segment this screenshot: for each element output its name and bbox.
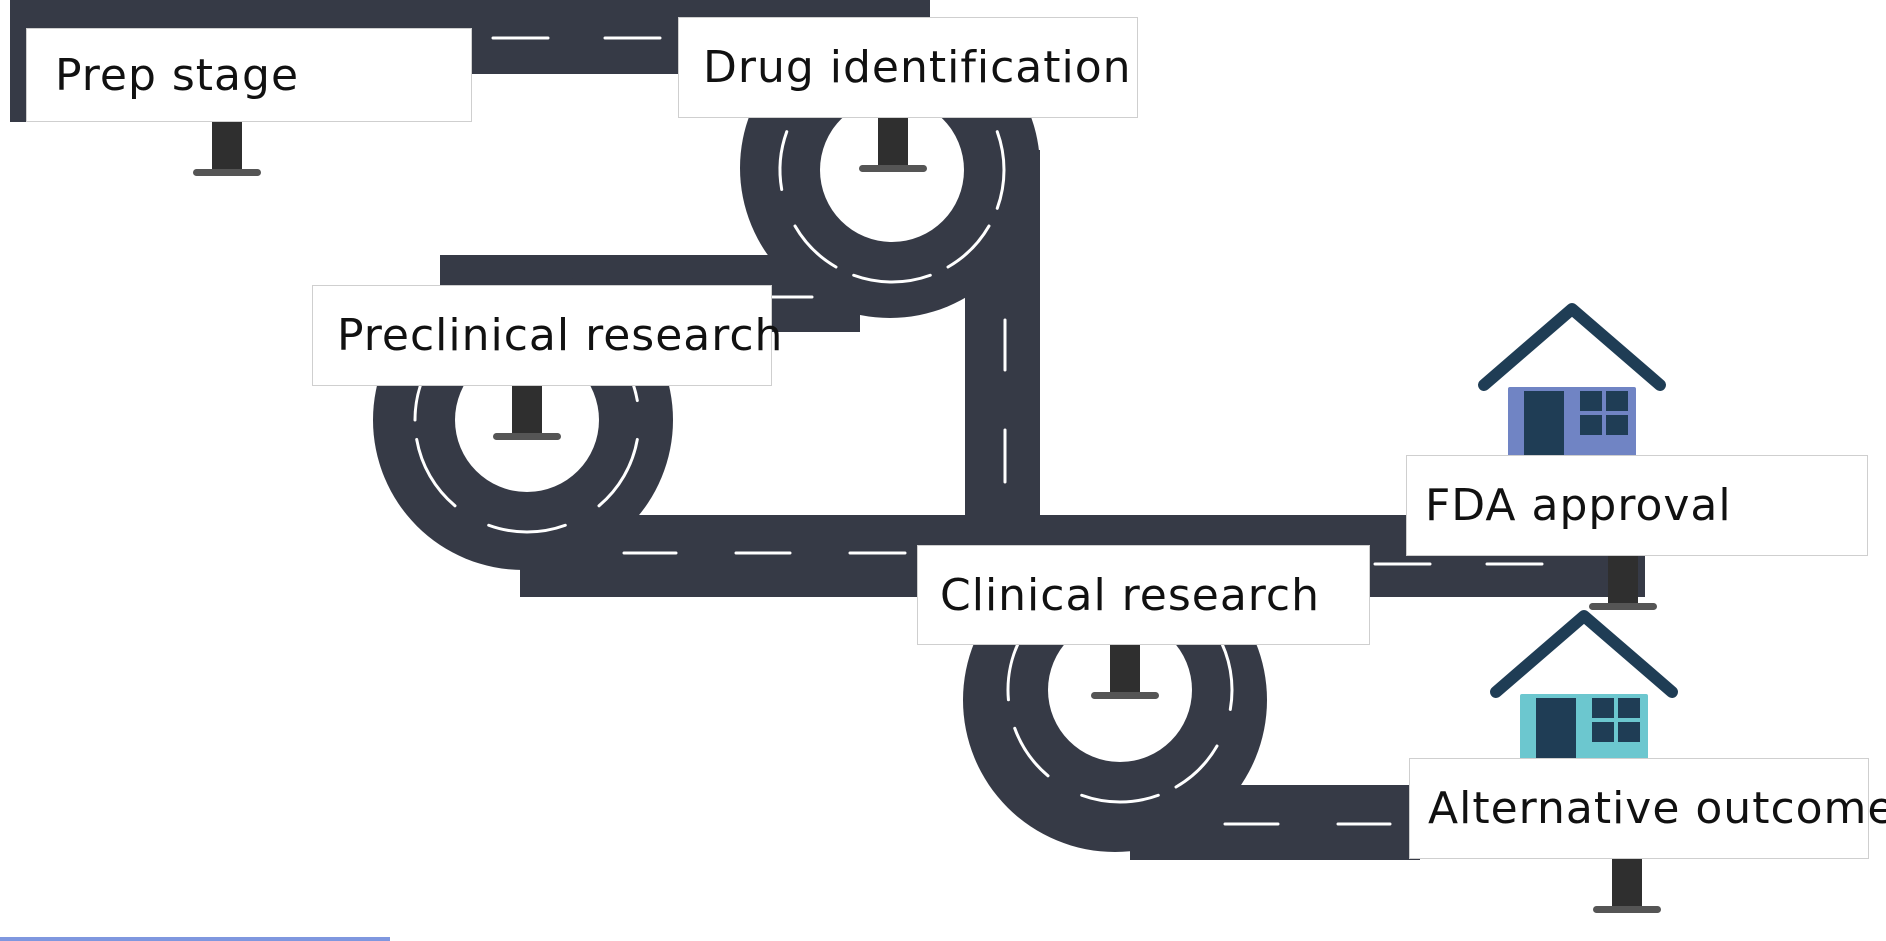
stage-label: Preclinical research bbox=[337, 310, 784, 361]
house-roof bbox=[1478, 303, 1666, 391]
lane-dash bbox=[793, 224, 838, 269]
lane-dash bbox=[778, 130, 789, 191]
stage-sign-fda-approval: FDA approval bbox=[1406, 455, 1868, 556]
lane-dash bbox=[946, 224, 991, 269]
signpost-icon bbox=[1091, 645, 1159, 699]
road-segment-vertical bbox=[965, 150, 1040, 525]
signpost-icon bbox=[193, 122, 261, 176]
signpost-icon bbox=[1589, 556, 1657, 610]
signpost-icon bbox=[493, 386, 561, 440]
stage-sign-prep: Prep stage bbox=[26, 28, 472, 122]
stage-sign-drug-identification: Drug identification bbox=[678, 17, 1138, 118]
lane-dash bbox=[1013, 726, 1050, 778]
stage-sign-preclinical: Preclinical research bbox=[312, 285, 782, 386]
signposts bbox=[193, 118, 1661, 913]
lane-dash bbox=[415, 437, 457, 508]
road-edge-left bbox=[10, 0, 28, 122]
lane-dash bbox=[1174, 744, 1219, 789]
signpost-icon bbox=[859, 118, 927, 172]
lane-dash bbox=[597, 437, 639, 508]
stage-label: Drug identification bbox=[703, 42, 1132, 93]
stage-label: Prep stage bbox=[55, 49, 300, 101]
stage-sign-alternative-outcome: Alternative outcome bbox=[1409, 758, 1886, 859]
lane-dash bbox=[852, 273, 932, 284]
stage-label: Clinical research bbox=[940, 569, 1320, 621]
signpost-icon bbox=[1593, 859, 1661, 913]
stage-label: FDA approval bbox=[1425, 480, 1732, 531]
lane-dash bbox=[995, 130, 1006, 210]
stage-label: Alternative outcome bbox=[1428, 783, 1886, 834]
bottom-strip bbox=[0, 937, 390, 941]
road bbox=[10, 0, 1645, 860]
lane-dash bbox=[1080, 793, 1160, 804]
house-roof bbox=[1490, 610, 1678, 698]
lane-dash bbox=[487, 523, 567, 534]
stage-sign-clinical: Clinical research bbox=[917, 545, 1370, 645]
